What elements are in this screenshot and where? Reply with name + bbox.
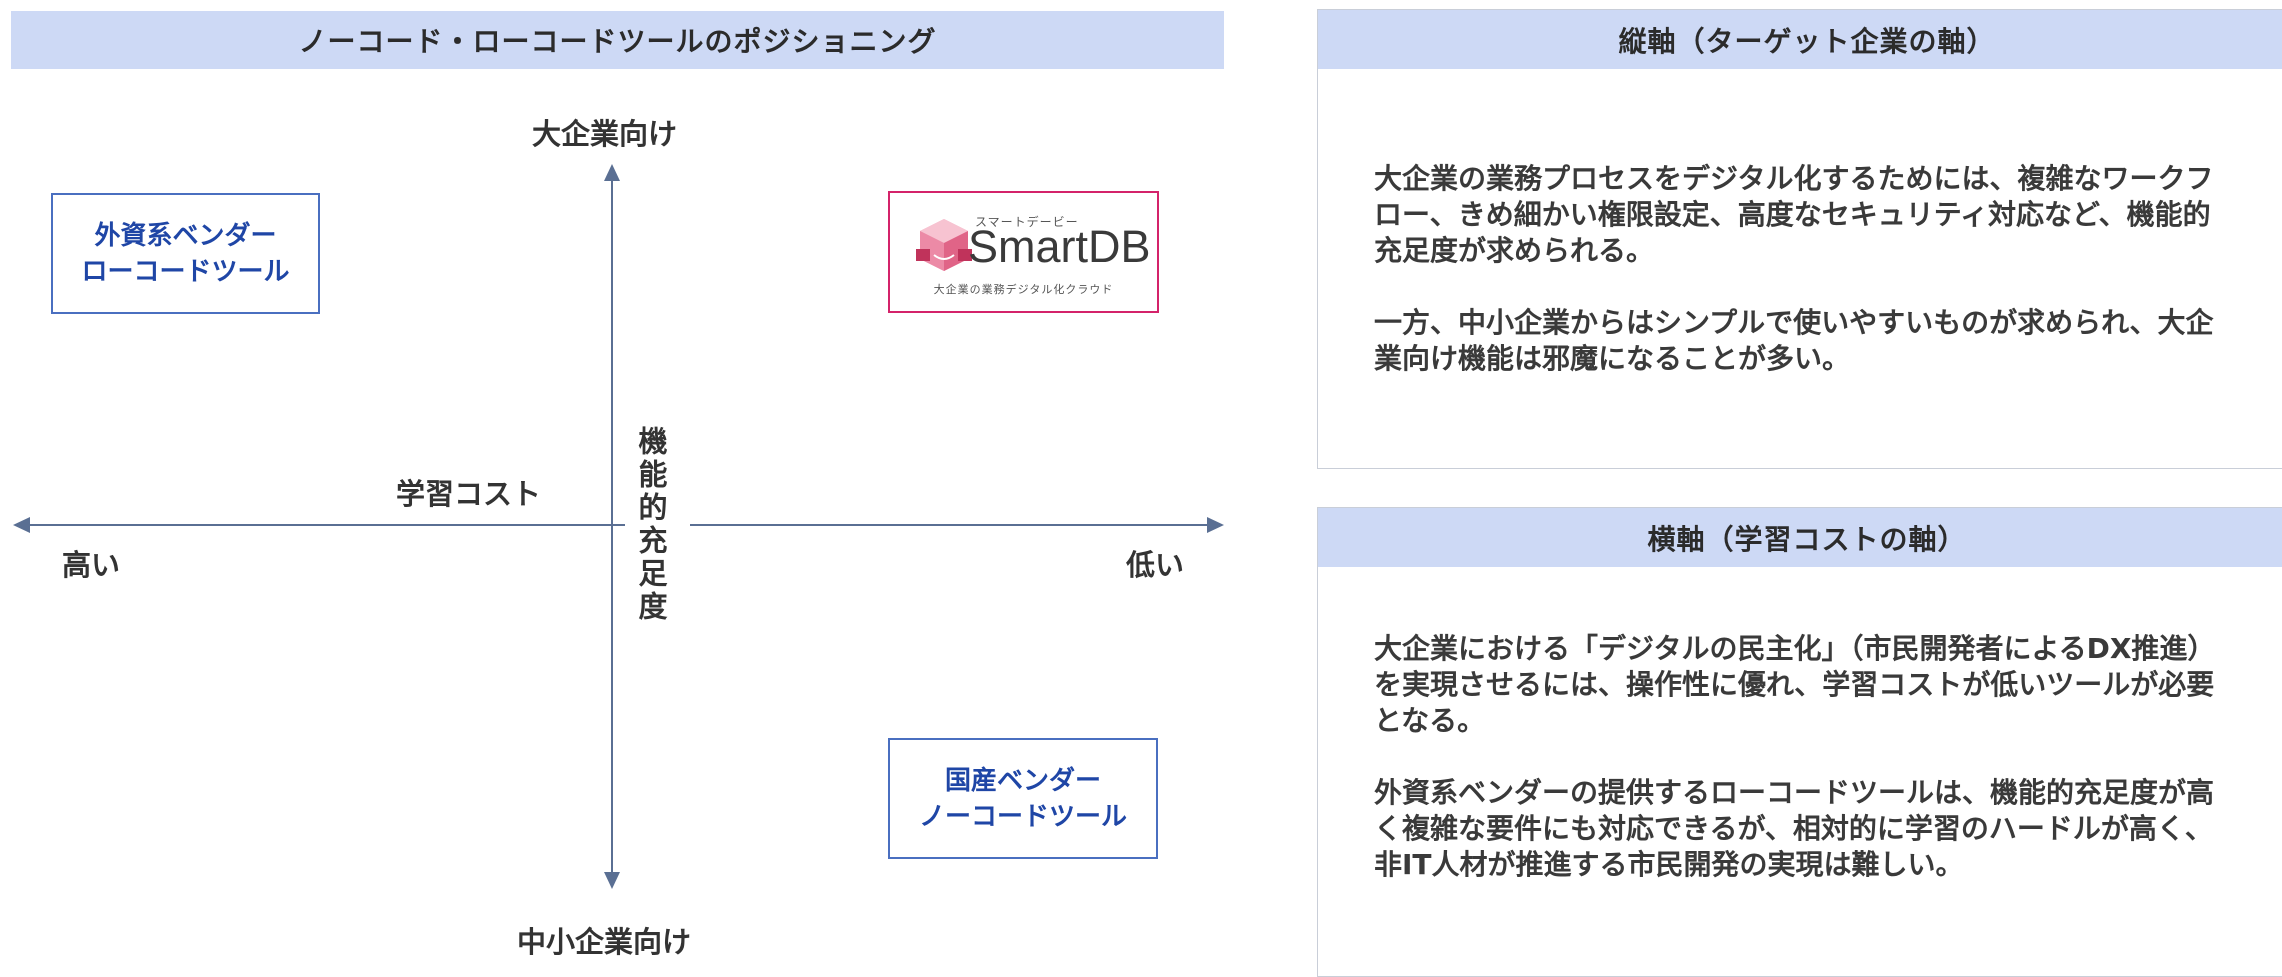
foreign-lowcode-line1: 外資系ベンダー [94, 220, 277, 251]
axis-right-end-label: 低い [1126, 548, 1185, 582]
horizontal-axis-panel: 横軸（学習コストの軸） 大企業における「デジタルの民主化」（市民開発者によるDX… [1317, 507, 2282, 977]
axis-bottom-label: 中小企業向け [517, 925, 692, 959]
vertical-axis-paragraph-1: 大企業の業務プロセスをデジタル化するためには、複雑なワークフロー、きめ細かい権限… [1374, 162, 2214, 267]
domestic-nocode-box: 国産ベンダー ノーコードツール [888, 738, 1158, 859]
positioning-map: 大企業向け 中小企業向け 学習コスト 機能的充足度 高い 低い 外資系ベンダー … [0, 69, 1240, 960]
axis-horizontal-label: 学習コスト [396, 477, 542, 511]
smartdb-cube-icon [916, 219, 972, 271]
axis-vertical-label: 機能的充足度 [634, 426, 668, 624]
horizontal-axis-arrow-right [1207, 517, 1224, 533]
vertical-axis-arrow-up [604, 164, 620, 181]
vertical-axis-panel-title: 縦軸（ターゲット企業の軸） [1318, 10, 2282, 69]
foreign-lowcode-box: 外資系ベンダー ローコードツール [51, 193, 320, 314]
axis-left-end-label: 高い [62, 548, 121, 582]
horizontal-axis-arrow-left [13, 517, 30, 533]
vertical-axis-paragraph-2: 一方、中小企業からはシンプルで使いやすいものが求められ、大企業向け機能は邪魔にな… [1374, 306, 2214, 375]
smartdb-wordmark: SmartDB [968, 221, 1151, 272]
smartdb-kana: スマートデービー [975, 215, 1079, 229]
vertical-axis-arrow-down [604, 872, 620, 889]
domestic-nocode-line1: 国産ベンダー [944, 765, 1101, 796]
domestic-nocode-line2: ノーコードツール [918, 801, 1127, 832]
smartdb-tagline: 大企業の業務デジタル化クラウド [933, 283, 1114, 296]
horizontal-axis-paragraph-2: 外資系ベンダーの提供するローコードツールは、機能的充足度が高く複雑な要件にも対応… [1374, 776, 2215, 881]
smartdb-logo-box: スマートデービー SmartDB 大企業の業務デジタル化クラウド [888, 191, 1159, 313]
horizontal-axis-paragraph-1: 大企業における「デジタルの民主化」（市民開発者によるDX推進）を実現させるには、… [1374, 632, 2216, 737]
foreign-lowcode-line2: ローコードツール [81, 256, 290, 287]
horizontal-axis-panel-title: 横軸（学習コストの軸） [1318, 508, 2282, 567]
diagram-title: ノーコード・ローコードツールのポジショニング [11, 11, 1224, 69]
vertical-axis-panel: 縦軸（ターゲット企業の軸） 大企業の業務プロセスをデジタル化するためには、複雑な… [1317, 9, 2282, 469]
axis-top-label: 大企業向け [532, 117, 678, 151]
axes-svg [13, 164, 1224, 889]
